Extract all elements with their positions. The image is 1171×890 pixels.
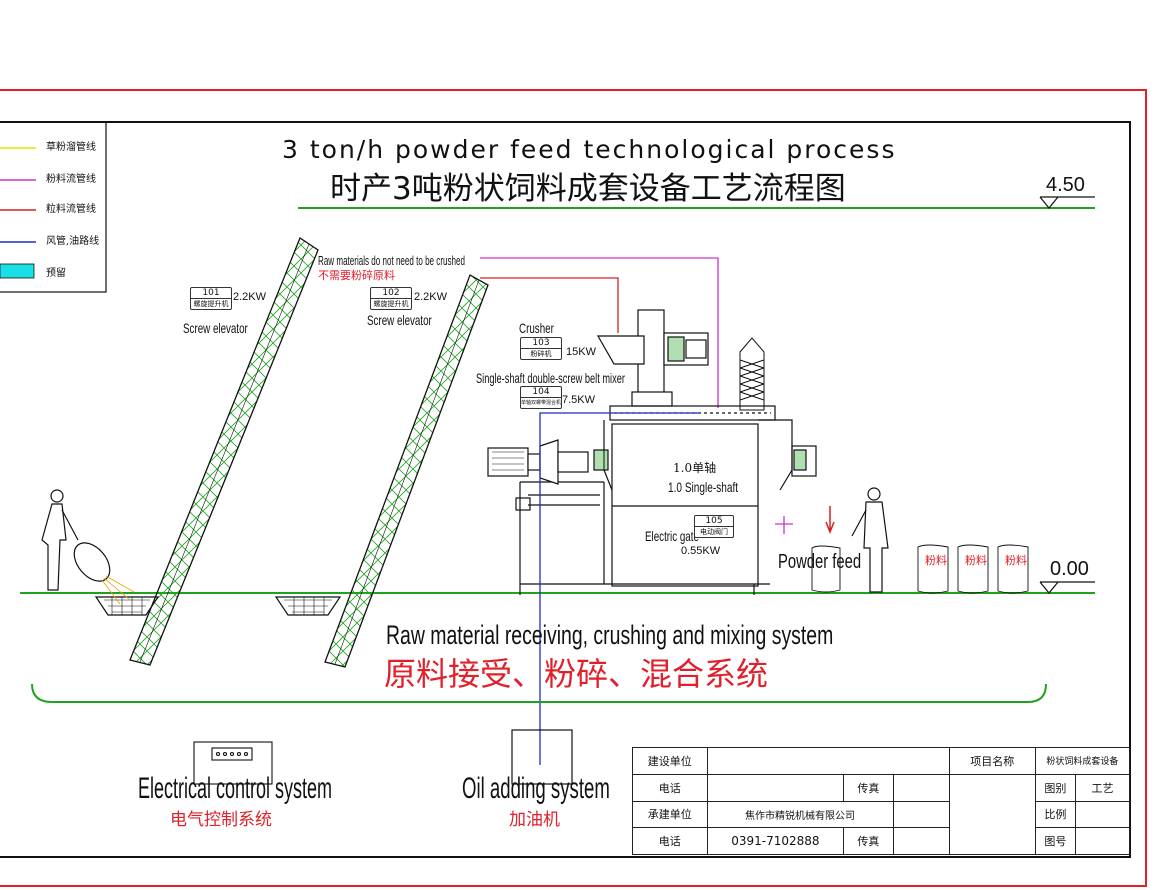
cell-drawing-type: 图别 [1034,773,1077,802]
mixer-note-cn: 1.0单轴 [673,461,717,475]
tag-elevator-1: 101 螺旋提升机 [190,287,232,310]
tag-name: 电动阀门 [700,528,728,536]
crosshair-mark [775,516,793,534]
screw-elevator-1 [94,237,319,666]
cell-project-name: 项目名称 [948,747,1036,775]
tag-crusher: 103 粉碎机 [520,337,562,360]
level-label-top: 4.50 [1046,174,1085,196]
label-electric-gate: Electric gate [645,528,699,544]
cell-phone-2: 电话 [632,827,708,855]
title-english: 3 ton/h powder feed technological proces… [282,135,897,164]
cell-project-value: 粉状饲料成套设备 [1034,747,1131,775]
tag-electric-gate: 105 电动阀门 [694,515,734,538]
cell-fax-2: 传真 [843,827,894,855]
tag-elevator-2: 102 螺旋提升机 [370,287,412,310]
label-elevator-1: Screw elevator [183,320,248,336]
legend-item-pellet: 粒料流管线 [46,204,96,215]
label-crusher: Crusher [519,320,554,336]
tag-name: 单轴双螺带混合机 [521,400,562,406]
discharge-arrow [825,506,835,535]
label-powder-feed: Powder feed [778,551,862,573]
worker-figure-right [851,487,889,593]
cell-contractor: 承建单位 [632,800,708,829]
tag-number: 105 [695,516,733,527]
oil-title-en: Oil adding system [462,772,610,805]
power-crusher: 15KW [566,346,596,358]
tag-number: 102 [371,288,411,299]
tag-number: 104 [521,387,561,398]
cell-phone-1: 电话 [632,773,708,802]
cell-drawing-no: 图号 [1034,827,1077,855]
pipe-blue-oil [539,412,700,765]
legend-item-powder: 粉料流管线 [46,174,96,185]
power-elevator-1: 2.2KW [233,291,267,303]
cell-phone-number: 0391-7102888 [706,827,845,855]
tag-mixer: 104 单轴双螺带混合机 [520,386,562,409]
legend-item-grass-meal: 草粉溜管线 [46,142,96,153]
cell-fax-1-value [892,773,950,802]
legend-item-reserved: 预留 [46,268,66,279]
lattice-tower [739,337,765,411]
cell-blank-block [948,773,1036,856]
level-label-ground: 0.00 [1050,558,1089,580]
screw-elevator-2 [274,274,489,668]
tag-name: 螺旋提升机 [373,300,409,308]
tag-number: 103 [521,338,561,349]
title-block: 建设单位 项目名称 粉状饲料成套设备 电话 传真 图别 工艺 承建单位 焦作市精… [632,747,1131,856]
note-bypass-cn: 不需要粉碎原料 [318,269,395,282]
power-electric-gate: 0.55KW [681,545,721,557]
cell-drawing-no-value [1075,827,1130,855]
oil-tank [511,729,573,785]
inner-frame [0,121,1131,858]
title-chinese: 时产3吨粉状饲料成套设备工艺流程图 [330,171,846,207]
electrical-cabinet [193,741,273,785]
legend-item-air-oil: 风管,油路线 [46,236,100,247]
cell-contractor-name: 焦作市精锐机械有限公司 [706,800,894,829]
cell-scale: 比例 [1034,800,1077,829]
power-elevator-2: 2.2KW [414,291,448,303]
outer-frame [0,89,1147,887]
bag-label-2: 粉料 [965,554,987,567]
cell-scale-value [1075,800,1130,829]
mixer-machine [515,405,817,595]
cell-drawing-type-value: 工艺 [1075,773,1130,802]
pipe-bypass-magenta [480,257,719,408]
mixer-motor [487,439,589,485]
electrical-title-en: Electrical control system [138,772,333,805]
electrical-title-cn: 电气控制系统 [170,810,272,830]
pipe-to-crusher-red [480,277,619,333]
tag-number: 101 [191,288,231,299]
tag-name: 粉碎机 [530,350,552,358]
worker-figure-left [41,489,135,605]
system-title-cn: 原料接受、粉碎、混合系统 [384,655,769,693]
crusher-machine [596,309,709,407]
power-mixer: 7.5KW [562,394,596,406]
label-elevator-2: Screw elevator [367,312,432,328]
legend-box [0,121,107,293]
bag-label-1: 粉料 [925,554,947,567]
note-bypass-en: Raw materials do not need to be crushed [318,253,465,268]
cell-fax-1: 传真 [843,773,894,802]
cell-build-unit-value [706,747,950,775]
powder-bags [811,544,1029,594]
bag-label-3: 粉料 [1005,554,1027,567]
cell-phone-1-value [706,773,845,802]
cell-contractor-extra [892,800,950,829]
mixer-note-en: 1.0 Single-shaft [668,479,739,495]
system-title-en: Raw material receiving, crushing and mix… [386,620,834,650]
level-mark-ground [1039,581,1095,594]
label-mixer: Single-shaft double-screw belt mixer [476,370,625,386]
cell-build-unit: 建设单位 [632,747,708,775]
tag-name: 螺旋提升机 [193,300,229,308]
oil-title-cn: 加油机 [509,810,560,830]
system-bracket [31,683,1047,703]
level-mark-top [1039,196,1095,209]
cell-fax-2-value [892,827,950,855]
